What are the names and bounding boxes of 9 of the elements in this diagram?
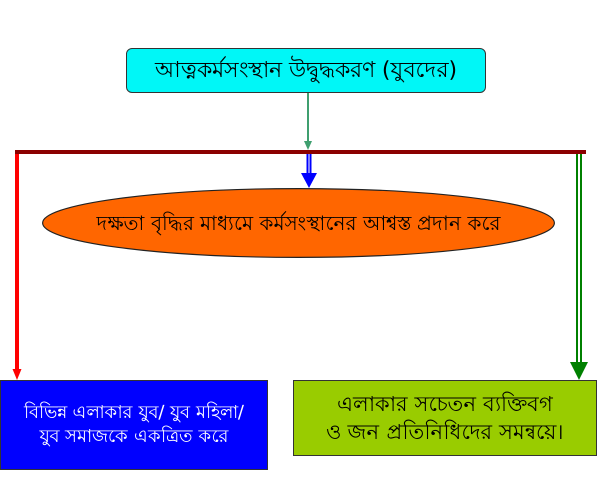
- horizontal-bar: [15, 150, 586, 154]
- arrow: [570, 154, 588, 380]
- oval-shape: দক্ষতা বৃদ্ধির মাধ্যমে কর্মসংস্থানের আশ্বস্ত প্রদান করে: [42, 188, 555, 258]
- process-box: বিভিন্ন এলাকার যুব/ যুব মহিলা/ যুব সমাজকে একত্রিত করে: [0, 380, 268, 470]
- process-box: এলাকার সচেতন ব্যক্তিবগ ও জন প্রতিনিধিদের সমন্বয়ে।: [293, 380, 597, 456]
- arrow: [301, 154, 317, 188]
- arrow: [12, 154, 22, 380]
- arrow: [304, 93, 312, 150]
- rounded-box: আত্নকর্মসংস্থান উদ্বুদ্ধকরণ (যুবদের): [126, 48, 486, 93]
